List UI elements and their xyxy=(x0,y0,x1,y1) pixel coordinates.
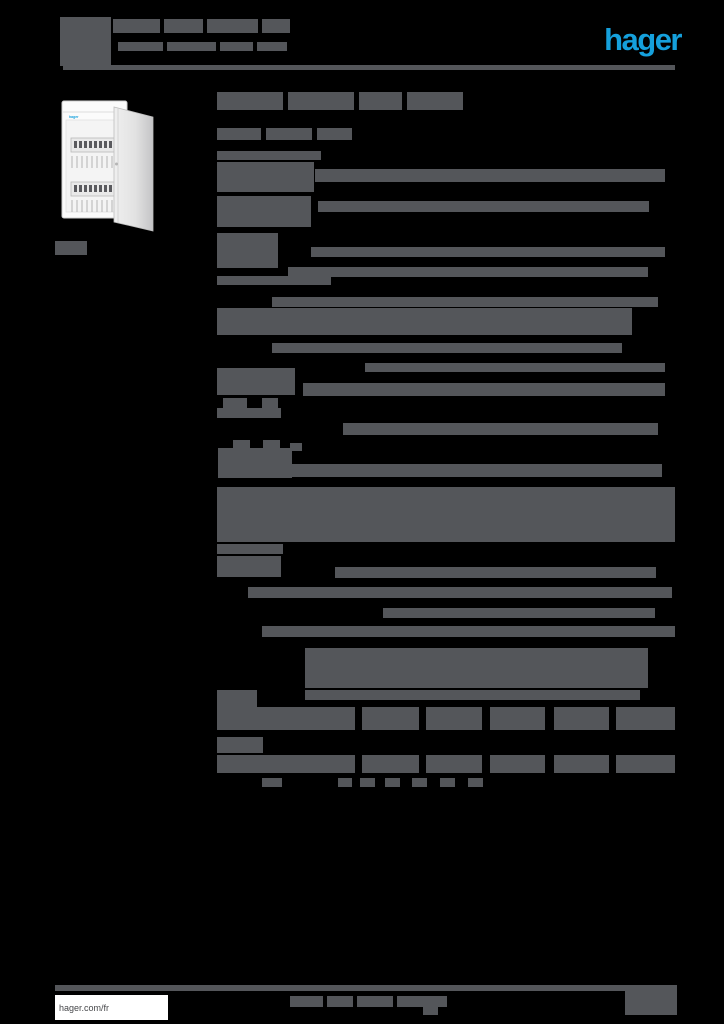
footer-rule xyxy=(55,985,625,991)
redacted-table-footnote xyxy=(360,778,375,787)
redacted-header-title-word xyxy=(113,19,160,33)
redacted-paragraph xyxy=(217,487,675,542)
redacted-table-row-cell xyxy=(426,707,482,730)
redacted-product-ref xyxy=(55,241,87,255)
redacted-spec-label xyxy=(217,408,281,418)
redacted-spec-label xyxy=(217,233,278,268)
redacted-footer-text xyxy=(327,996,353,1007)
redacted-spec-value xyxy=(303,383,665,396)
redacted-spec-value xyxy=(311,247,665,257)
redacted-table-row-cell xyxy=(616,755,675,773)
redacted-table-row-cell xyxy=(217,755,355,773)
redacted-spec-mark xyxy=(290,443,302,451)
redacted-header-title-word xyxy=(207,19,258,33)
hager-logo: hager xyxy=(604,22,682,57)
redacted-header-subtitle-word xyxy=(118,42,163,51)
redacted-table-row-cell xyxy=(426,755,482,773)
redacted-spec-label xyxy=(217,196,311,227)
redacted-spec-value xyxy=(315,169,665,182)
redacted-spec-value xyxy=(232,464,662,477)
enclosure-door xyxy=(113,106,154,232)
redacted-product-subtitle-word xyxy=(317,128,352,140)
redacted-spec-label xyxy=(217,368,295,395)
redacted-product-title-word xyxy=(359,92,402,110)
redacted-table-row-cell xyxy=(616,707,675,730)
footer-website-link[interactable]: hager.com/fr xyxy=(59,1002,110,1013)
redacted-table-row-cell xyxy=(554,755,609,773)
redacted-header-title-word xyxy=(262,19,290,33)
redacted-header-title-word xyxy=(164,19,203,33)
redacted-section-heading xyxy=(217,556,281,577)
redacted-header-subtitle-word xyxy=(257,42,287,51)
redacted-table-row-cell xyxy=(554,707,609,730)
footer-website-box: hager.com/fr xyxy=(55,995,168,1020)
redacted-product-subtitle-word xyxy=(217,128,261,140)
redacted-table-footnote xyxy=(262,778,282,787)
redacted-footer-text xyxy=(290,996,323,1007)
redacted-table-row-cell xyxy=(490,707,545,730)
redacted-product-title-word xyxy=(217,92,283,110)
redacted-spec-value xyxy=(248,587,672,598)
enclosure-brand-label: hager xyxy=(69,115,79,119)
redacted-spec-value xyxy=(365,363,665,372)
redacted-header-subtitle-word xyxy=(220,42,253,51)
redacted-product-title-word xyxy=(288,92,354,110)
redacted-table-footnote xyxy=(468,778,483,787)
redacted-table-row-cell xyxy=(490,755,545,773)
redacted-table-row-cell xyxy=(217,707,355,730)
redacted-paragraph xyxy=(305,648,648,688)
redacted-paragraph-lastline xyxy=(217,544,283,554)
redacted-table-footnote xyxy=(412,778,427,787)
redacted-table-footnote xyxy=(385,778,400,787)
redacted-product-title-word xyxy=(407,92,463,110)
redacted-section-heading xyxy=(217,151,321,160)
redacted-spec-label xyxy=(217,162,314,192)
redacted-spec-value xyxy=(272,297,658,307)
redacted-spec-value xyxy=(318,201,649,212)
header-rule xyxy=(63,65,675,70)
redacted-product-subtitle-word xyxy=(266,128,312,140)
product-photo-enclosure-icon: hager xyxy=(61,100,154,232)
redacted-spec-value xyxy=(383,608,655,618)
redacted-spec-value xyxy=(343,423,658,435)
redacted-spec-mark xyxy=(262,398,278,408)
footer-brand-block xyxy=(625,985,677,1015)
redacted-footer-text xyxy=(357,996,393,1007)
redacted-header-subtitle-word xyxy=(167,42,216,51)
redacted-spec-mark xyxy=(263,440,280,449)
redacted-table-label xyxy=(217,737,263,753)
redacted-header-graphic xyxy=(60,17,111,66)
redacted-spec-value xyxy=(305,690,640,700)
redacted-spec-value xyxy=(272,343,622,353)
redacted-spec-mark xyxy=(223,398,247,408)
redacted-spec-value xyxy=(335,567,656,578)
redacted-spec-value xyxy=(262,626,675,637)
redacted-table-footnote xyxy=(338,778,352,787)
redacted-footer-text xyxy=(423,1007,438,1015)
redacted-paragraph xyxy=(217,308,632,335)
redacted-table-row-cell xyxy=(362,707,419,730)
redacted-table-footnote xyxy=(440,778,455,787)
redacted-spec-value xyxy=(288,267,648,277)
redacted-spec-label xyxy=(217,276,331,285)
redacted-spec-mark xyxy=(233,440,250,449)
redacted-table-row-cell xyxy=(362,755,419,773)
redacted-footer-text xyxy=(397,996,447,1007)
